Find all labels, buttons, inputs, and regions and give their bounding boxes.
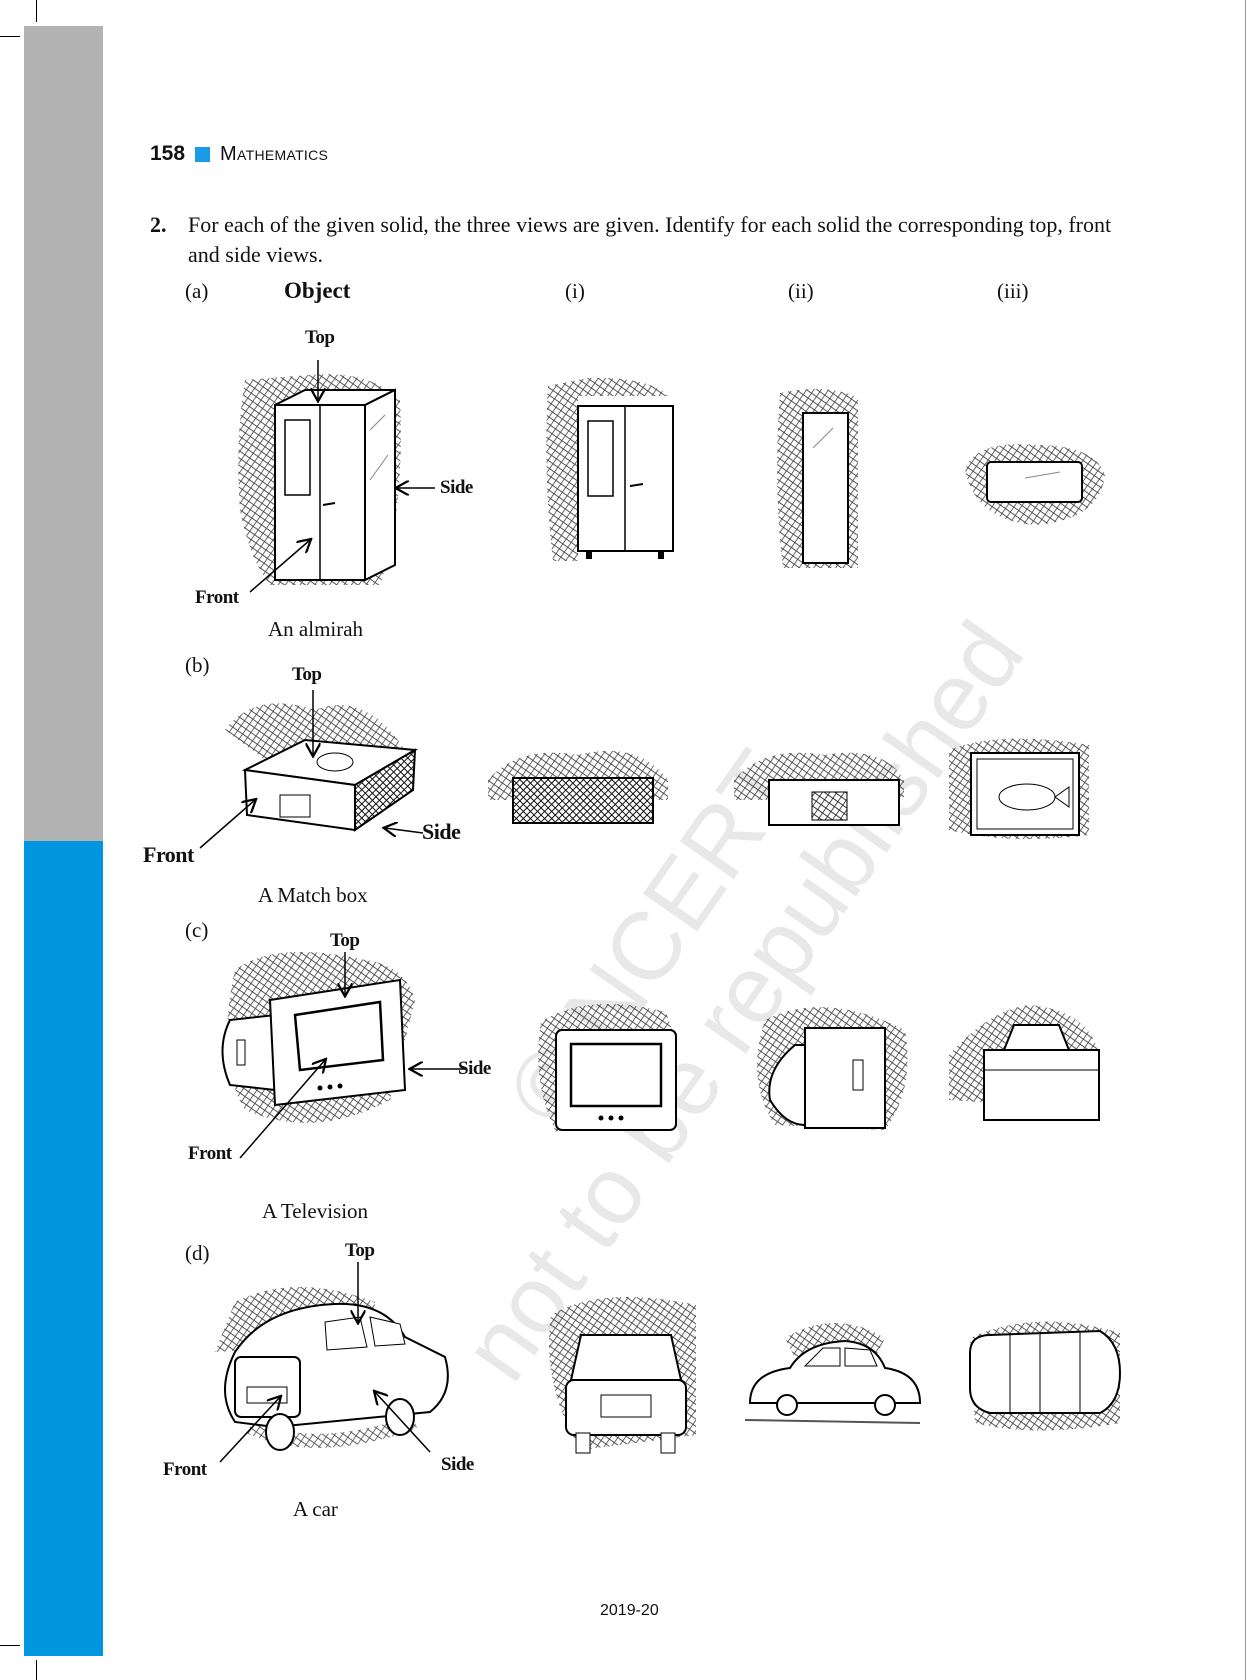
book-title: Mathematics [220, 142, 329, 165]
car-view-i [549, 1297, 696, 1454]
label-side-a: Side [440, 477, 473, 498]
footer-year: 2019-20 [600, 1602, 659, 1619]
matchbox-view-ii [734, 752, 904, 826]
almirah-view-i [546, 377, 674, 561]
part-label-c: (c) [185, 918, 209, 942]
matchbox-view-i [488, 750, 668, 824]
page-edge [1245, 0, 1246, 1680]
television-view-iii [949, 1005, 1100, 1121]
part-label-d: (d) [185, 1241, 210, 1265]
label-side-d: Side [441, 1454, 474, 1475]
label-side-c: Side [458, 1058, 491, 1079]
caption-a: An almirah [268, 617, 364, 641]
car-view-ii [744, 1323, 922, 1424]
part-label-a: (a) [185, 279, 209, 303]
caption-c: A Television [262, 1199, 369, 1223]
label-front-c: Front [188, 1143, 232, 1164]
crop-mark [36, 0, 37, 22]
page-number: 158 [150, 142, 186, 165]
sidebar-blue-band [24, 841, 103, 1656]
page-header: 158 Mathematics [150, 142, 328, 166]
question-number: 2. [150, 212, 167, 237]
sidebar-gray-band [24, 26, 103, 841]
question: 2. For each of the given solid, the thre… [150, 210, 1130, 270]
column-header-iii: (iii) [997, 279, 1029, 303]
label-top-d: Top [345, 1240, 375, 1261]
column-header-i: (i) [565, 279, 585, 303]
almirah-view-ii [777, 389, 858, 568]
crop-mark [0, 1645, 20, 1646]
matchbox-object-illustration [199, 690, 424, 849]
caption-b: A Match box [258, 883, 368, 907]
column-header-ii: (ii) [788, 279, 814, 303]
label-side-b: Side [422, 819, 461, 844]
matchbox-view-iii [949, 738, 1089, 839]
accent-square [195, 146, 211, 162]
television-view-ii [757, 1007, 908, 1130]
label-top-a: Top [305, 327, 335, 348]
television-object-illustration [221, 952, 467, 1159]
television-view-i [538, 1004, 677, 1132]
label-front-a: Front [195, 587, 239, 608]
label-front-d: Front [163, 1459, 207, 1480]
crop-mark [36, 1660, 37, 1680]
caption-d: A car [293, 1497, 338, 1521]
crop-mark [0, 36, 20, 37]
column-header-object: Object [284, 278, 351, 303]
car-object-illustration [215, 1262, 449, 1463]
label-top-c: Top [330, 930, 360, 951]
car-view-iii [969, 1321, 1122, 1431]
label-front-b: Front [143, 842, 194, 867]
part-label-b: (b) [185, 653, 210, 677]
question-text: For each of the given solid, the three v… [188, 212, 1112, 267]
almirah-object-illustration [238, 360, 435, 593]
almirah-view-iii [965, 444, 1105, 525]
label-top-b: Top [292, 664, 322, 685]
